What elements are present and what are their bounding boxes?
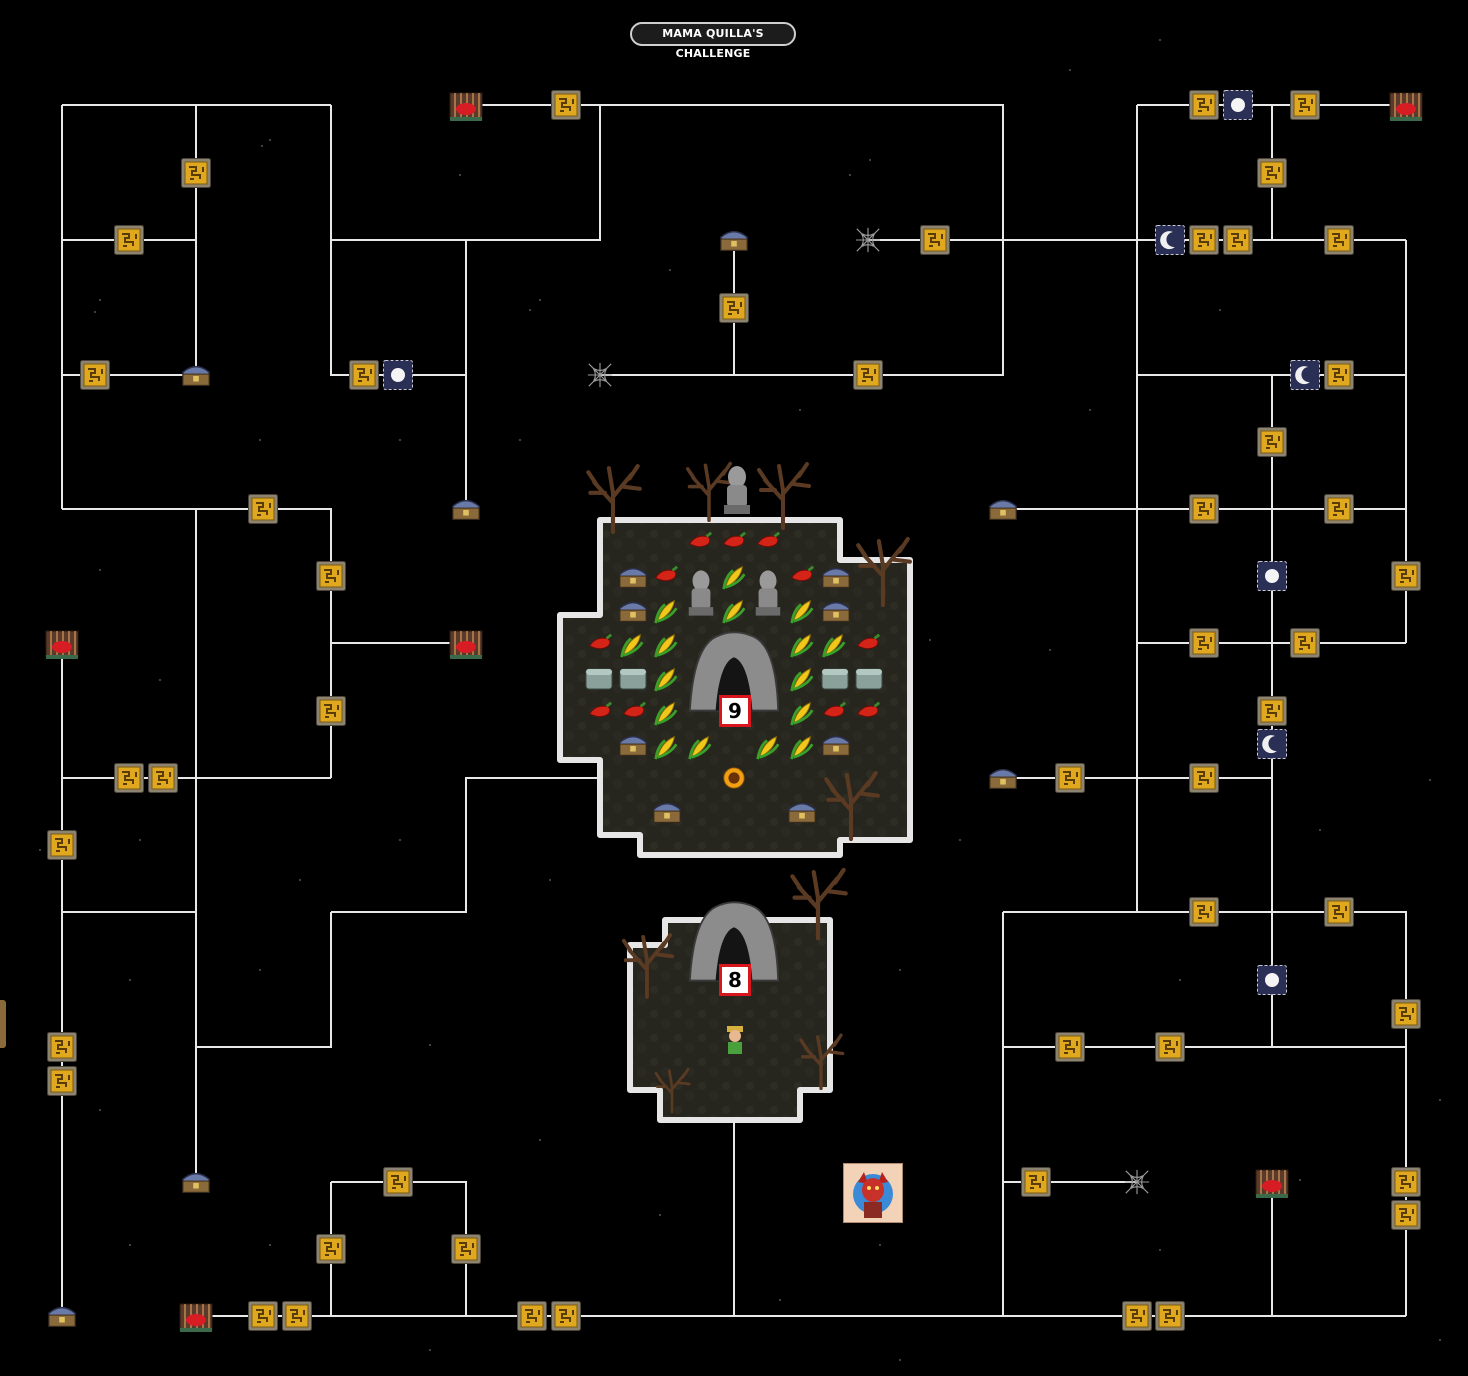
treasure-chest-icon[interactable] <box>822 567 850 588</box>
gold-rune-tile-icon[interactable] <box>181 158 211 188</box>
sun-gem-icon[interactable] <box>723 767 745 789</box>
full-moon-orb-tile-icon[interactable] <box>1257 965 1287 995</box>
red-creature-cage-icon[interactable] <box>45 630 79 659</box>
treasure-chest-icon[interactable] <box>182 1172 210 1193</box>
gold-rune-tile-icon[interactable] <box>1189 763 1219 793</box>
gold-rune-tile-icon[interactable] <box>1391 561 1421 591</box>
gold-rune-tile-icon[interactable] <box>1324 494 1354 524</box>
gold-rune-tile-icon[interactable] <box>1189 225 1219 255</box>
gold-rune-tile-icon[interactable] <box>1122 1301 1152 1331</box>
full-moon-orb-tile-icon[interactable] <box>1223 90 1253 120</box>
cobweb-icon[interactable] <box>1124 1169 1150 1195</box>
red-creature-cage-icon[interactable] <box>449 630 483 659</box>
cobweb-icon[interactable] <box>587 362 613 388</box>
gold-rune-tile-icon[interactable] <box>316 561 346 591</box>
stone-block-icon[interactable] <box>585 668 613 690</box>
red-demon-avatar-icon <box>853 1172 893 1218</box>
gold-rune-tile-icon[interactable] <box>47 1032 77 1062</box>
gold-rune-tile-icon[interactable] <box>383 1167 413 1197</box>
gold-rune-tile-icon[interactable] <box>451 1234 481 1264</box>
treasure-chest-icon[interactable] <box>48 1306 76 1327</box>
gold-rune-tile-icon[interactable] <box>1257 158 1287 188</box>
gold-rune-tile-icon[interactable] <box>1055 763 1085 793</box>
treasure-chest-icon[interactable] <box>619 601 647 622</box>
gold-rune-tile-icon[interactable] <box>349 360 379 390</box>
gold-rune-tile-icon[interactable] <box>316 1234 346 1264</box>
stone-block-icon[interactable] <box>855 668 883 690</box>
gold-rune-tile-icon[interactable] <box>1257 696 1287 726</box>
gold-rune-tile-icon[interactable] <box>248 494 278 524</box>
crescent-moon-tile-icon[interactable] <box>1155 225 1185 255</box>
red-creature-cage-icon[interactable] <box>1389 92 1423 121</box>
stone-idol-statue-icon <box>724 466 750 514</box>
gold-rune-tile-icon[interactable] <box>1290 90 1320 120</box>
path-network <box>61 104 1407 1317</box>
cobweb-icon[interactable] <box>855 227 881 253</box>
gold-rune-tile-icon[interactable] <box>1189 628 1219 658</box>
gold-rune-tile-icon[interactable] <box>114 225 144 255</box>
gold-rune-tile-icon[interactable] <box>1324 897 1354 927</box>
gold-rune-tile-icon[interactable] <box>920 225 950 255</box>
gold-rune-tile-icon[interactable] <box>1391 1200 1421 1230</box>
level-title: MAMA QUILLA'S CHALLENGE <box>630 22 796 60</box>
red-creature-cage-icon[interactable] <box>449 92 483 121</box>
crescent-moon-tile-icon[interactable] <box>1290 360 1320 390</box>
level-9-room <box>557 461 913 858</box>
gold-rune-tile-icon[interactable] <box>1189 897 1219 927</box>
gold-rune-tile-icon[interactable] <box>1155 1301 1185 1331</box>
starfield <box>39 39 1441 1361</box>
level-number-badge[interactable]: 9 <box>719 695 751 727</box>
gold-rune-tile-icon[interactable] <box>47 830 77 860</box>
gold-rune-tile-icon[interactable] <box>80 360 110 390</box>
gold-rune-tile-icon[interactable] <box>1189 494 1219 524</box>
gold-rune-tile-icon[interactable] <box>1155 1032 1185 1062</box>
side-panel-tab[interactable] <box>0 1000 6 1048</box>
gold-rune-tile-icon[interactable] <box>316 696 346 726</box>
treasure-chest-icon[interactable] <box>822 735 850 756</box>
treasure-chest-icon[interactable] <box>822 601 850 622</box>
full-moon-orb-tile-icon[interactable] <box>1257 561 1287 591</box>
gold-rune-tile-icon[interactable] <box>248 1301 278 1331</box>
red-creature-cage-icon[interactable] <box>179 1303 213 1332</box>
gold-rune-tile-icon[interactable] <box>1290 628 1320 658</box>
player-avatar[interactable] <box>843 1163 903 1223</box>
level-8-room <box>624 870 846 1123</box>
treasure-chest-icon[interactable] <box>720 230 748 251</box>
treasure-chest-icon[interactable] <box>452 499 480 520</box>
gold-rune-tile-icon[interactable] <box>1324 360 1354 390</box>
treasure-chest-icon[interactable] <box>653 802 681 823</box>
gold-rune-tile-icon[interactable] <box>114 763 144 793</box>
gold-rune-tile-icon[interactable] <box>551 90 581 120</box>
gold-rune-tile-icon[interactable] <box>148 763 178 793</box>
gold-rune-tile-icon[interactable] <box>1391 1167 1421 1197</box>
crescent-moon-tile-icon[interactable] <box>1257 729 1287 759</box>
level-number-badge[interactable]: 8 <box>719 964 751 996</box>
gold-rune-tile-icon[interactable] <box>517 1301 547 1331</box>
gold-rune-tile-icon[interactable] <box>551 1301 581 1331</box>
treasure-chest-icon[interactable] <box>619 567 647 588</box>
full-moon-orb-tile-icon[interactable] <box>383 360 413 390</box>
treasure-chest-icon[interactable] <box>788 802 816 823</box>
gold-rune-tile-icon[interactable] <box>282 1301 312 1331</box>
gold-rune-tile-icon[interactable] <box>1223 225 1253 255</box>
treasure-chest-icon[interactable] <box>989 499 1017 520</box>
gold-rune-tile-icon[interactable] <box>1257 427 1287 457</box>
gold-rune-tile-icon[interactable] <box>1021 1167 1051 1197</box>
red-creature-cage-icon[interactable] <box>1255 1169 1289 1198</box>
gold-rune-tile-icon[interactable] <box>1055 1032 1085 1062</box>
stone-block-icon[interactable] <box>619 668 647 690</box>
gold-rune-tile-icon[interactable] <box>1324 225 1354 255</box>
gold-rune-tile-icon[interactable] <box>853 360 883 390</box>
gold-rune-tile-icon[interactable] <box>1391 999 1421 1029</box>
treasure-chest-icon[interactable] <box>182 365 210 386</box>
treasure-chest-icon[interactable] <box>619 735 647 756</box>
gold-rune-tile-icon[interactable] <box>719 293 749 323</box>
gold-rune-tile-icon[interactable] <box>47 1066 77 1096</box>
stone-block-icon[interactable] <box>821 668 849 690</box>
treasure-chest-icon[interactable] <box>989 768 1017 789</box>
gold-rune-tile-icon[interactable] <box>1189 90 1219 120</box>
